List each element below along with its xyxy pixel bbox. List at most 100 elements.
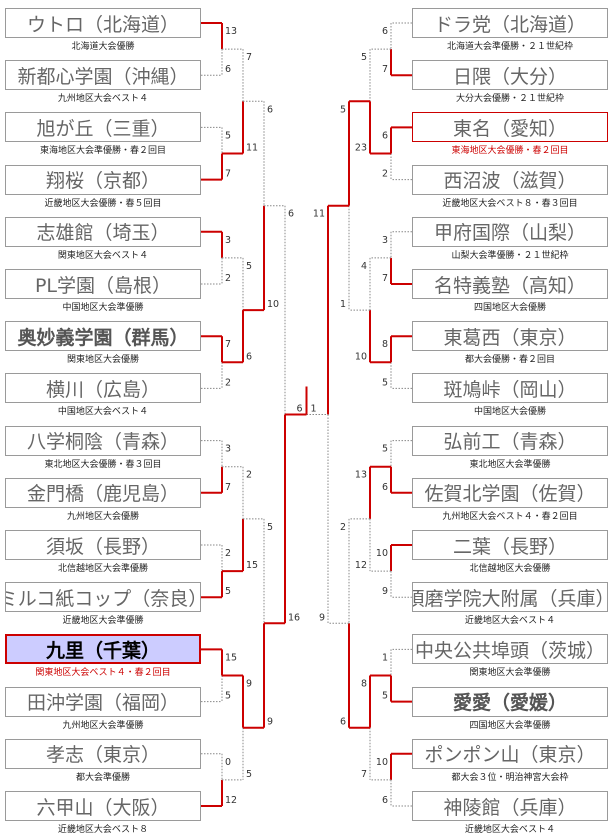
right-r3-match-1-score-b: 1 [340,299,346,310]
right-r4-match-1-score-a: 11 [313,209,325,220]
right-team-2: 日隈（大分） [412,60,608,91]
right-team-16: 神陵館（兵庫） [412,791,608,821]
right-team-14: 愛愛（愛媛） [412,686,608,717]
right-team-8-note: 中国地区大会優勝 [473,407,546,418]
left-r3-match-1-score-b: 10 [267,299,279,310]
right-r1-match-6-score-a: 10 [376,548,388,559]
left-team-1: ウトロ（北海道） [5,8,201,38]
left-team-14: 田沖学園（福岡） [5,686,201,717]
left-team-12-note: 近畿地区大会準優勝 [62,616,144,627]
left-team-7: 奥妙義学園（群馬） [5,321,201,352]
left-r1-match-1-score-b: 6 [225,64,231,75]
left-team-14-note: 九州地区大会準優勝 [62,720,144,731]
right-team-5: 甲府国際（山梨） [412,216,608,247]
right-team-11: 二葉（長野） [412,530,608,560]
left-r2-match-1-score-b: 11 [246,143,258,154]
right-team-10-note: 九州地区大会ベスト４・春２回目 [442,511,578,522]
right-r1-match-8-score-a: 10 [376,757,388,768]
left-r1-match-4-score-a: 7 [225,339,231,350]
right-r4-match-1-score-b: 9 [319,612,325,623]
left-r3-match-1-score-a: 6 [267,104,273,115]
left-r4-match-1-score-b: 16 [288,612,300,623]
left-r2-match-2-score-b: 6 [246,351,252,362]
left-r1-match-3-score-b: 2 [225,273,231,284]
right-r1-match-1-score-a: 6 [382,26,388,37]
left-team-15: 孝志（東京） [5,738,201,769]
right-r2-match-2-score-b: 10 [355,351,367,362]
left-r2-match-2-score-a: 5 [246,261,252,272]
right-team-14-note: 四国地区大会準優勝 [469,720,551,731]
left-r1-match-2-score-b: 7 [225,169,231,180]
right-team-5-note: 山梨大会準優勝・２１世紀枠 [451,250,569,261]
left-team-5: 志雄館（埼玉） [5,216,201,247]
right-team-3-note: 東海地区大会優勝・春２回目 [451,146,569,157]
right-r1-match-5-score-a: 5 [382,444,388,455]
right-team-15: ポンポン山（東京） [412,738,608,769]
right-team-12: 須磨学院大附属（兵庫） [412,582,608,613]
left-r2-match-4-score-b: 5 [246,769,252,780]
left-r2-match-4-score-a: 9 [246,679,252,690]
left-team-11: 須坂（長野） [5,530,201,560]
right-r3-match-1-score-a: 5 [340,104,346,115]
right-r1-match-5-score-b: 6 [382,482,388,493]
right-team-9: 弘前工（青森） [412,425,608,456]
right-team-1-note: 北海道大会準優勝・２１世紀枠 [446,42,573,52]
left-r2-match-3-score-b: 15 [246,560,258,571]
left-team-5-note: 関東地区大会ベスト４ [57,250,149,261]
right-r3-match-2-score-b: 6 [340,717,346,728]
right-r2-match-1-score-b: 23 [355,143,367,154]
right-team-13: 中央公共埠頭（茨城） [412,634,608,665]
left-r1-match-6-score-b: 5 [225,586,231,597]
left-r1-match-2-score-a: 5 [225,130,231,141]
right-r1-match-4-score-b: 5 [382,377,388,388]
right-r2-match-3-score-a: 13 [355,470,367,481]
left-r1-match-5-score-b: 7 [225,482,231,493]
right-r2-match-1-score-a: 5 [361,52,367,63]
right-team-7-note: 都大会優勝・春２回目 [464,355,555,366]
right-team-6-note: 四国地区大会優勝 [473,303,546,313]
left-r1-match-7-score-b: 5 [225,691,231,702]
right-r1-match-7-score-b: 5 [382,691,388,702]
left-r1-match-1-score-a: 13 [225,26,237,37]
right-team-4-note: 近畿地区大会ベスト８・春３回目 [442,198,578,209]
right-team-8: 斑鳩峠（岡山） [412,373,608,404]
right-r3-match-2-score-a: 2 [340,522,346,533]
right-r2-match-2-score-a: 4 [361,261,367,272]
right-r1-match-6-score-b: 9 [382,586,388,597]
right-team-1: ドラ党（北海道） [412,8,608,38]
right-r1-match-3-score-a: 3 [382,235,388,246]
right-r1-match-2-score-b: 2 [382,169,388,180]
final-score-left: 6 [296,404,302,415]
right-r1-match-2-score-a: 6 [382,130,388,141]
right-r1-match-4-score-a: 8 [382,339,388,350]
right-r1-match-7-score-a: 1 [382,652,388,663]
left-r1-match-4-score-b: 2 [225,377,231,388]
left-team-13: 九里（千葉） [5,634,201,665]
right-team-10: 佐賀北学園（佐賀） [412,477,608,508]
right-r1-match-1-score-b: 7 [382,64,388,75]
left-team-13-note: 関東地区大会ベスト４・春２回目 [35,668,171,679]
left-team-11-note: 北信越地区大会準優勝 [57,564,148,574]
right-r1-match-3-score-b: 7 [382,273,388,284]
right-r2-match-3-score-b: 12 [355,560,367,571]
right-r2-match-4-score-a: 8 [361,679,367,690]
left-r1-match-6-score-a: 2 [225,548,231,559]
right-team-15-note: 都大会３位・明治神宮大会枠 [451,772,569,783]
left-r3-match-2-score-a: 5 [267,522,273,533]
left-team-9: 八学桐陰（青森） [5,425,201,456]
right-team-13-note: 関東地区大会準優勝 [469,668,551,679]
left-team-6-note: 中国地区大会準優勝 [62,303,144,313]
left-team-7-note: 関東地区大会優勝 [66,355,139,366]
right-team-12-note: 近畿地区大会ベスト４ [464,616,556,627]
left-team-12: ミルコ紙コップ（奈良） [5,582,201,613]
left-team-10: 金門橋（鹿児島） [5,477,201,508]
left-team-10-note: 九州地区大会優勝 [66,511,139,522]
left-r1-match-8-score-a: 0 [225,757,231,768]
left-team-2-note: 九州地区大会ベスト４ [57,94,149,105]
left-r1-match-3-score-a: 3 [225,235,231,246]
right-team-3: 東名（愛知） [412,112,608,143]
left-r1-match-8-score-b: 12 [225,795,237,806]
right-r2-match-4-score-b: 7 [361,769,367,780]
